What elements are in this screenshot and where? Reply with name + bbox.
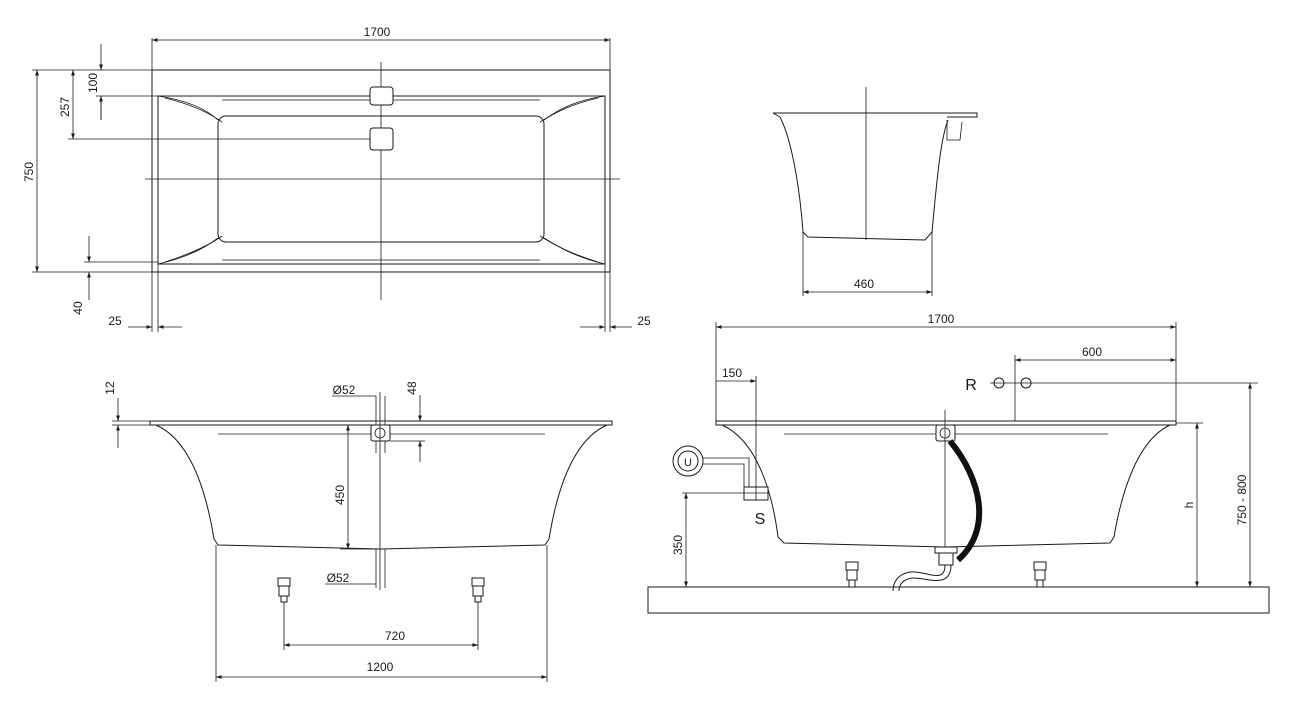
dim-350: 350: [671, 535, 685, 555]
overflow-icon: [369, 86, 394, 106]
dim-1700-top: 1700: [364, 25, 391, 39]
dim-1200: 1200: [367, 660, 394, 674]
installation-view: U S 1700 600 150 R 350 h 750: [647, 312, 1270, 614]
dim-750-800: 750 - 800: [1235, 474, 1249, 525]
label-s: S: [755, 511, 766, 528]
dim-25-right: 25: [637, 314, 651, 328]
end-view: 460: [772, 87, 978, 296]
install-overflow-icon: [935, 424, 956, 442]
front-view-body: [155, 424, 608, 550]
dim-40: 40: [71, 301, 85, 315]
dim-460: 460: [854, 277, 874, 291]
front-view: 12 Ø52 48 450 Ø52 720 1200: [103, 381, 613, 682]
label-r: R: [965, 377, 977, 394]
dim-720: 720: [385, 629, 405, 643]
dim-150: 150: [722, 366, 742, 380]
install-foot-left: [845, 561, 859, 588]
top-view-inner-rim: [157, 95, 606, 265]
front-foot-left: [277, 577, 291, 603]
front-view-rim: [149, 420, 613, 426]
dim-450: 450: [333, 485, 347, 505]
drain-hose: [947, 439, 983, 563]
dim-dia-52-waste: Ø52: [327, 571, 350, 585]
dim-600: 600: [1082, 345, 1102, 359]
dim-1700-install: 1700: [928, 312, 955, 326]
waste-trap-top: [934, 546, 958, 554]
top-view: 1700 750 257 100 40 25 25: [22, 25, 651, 332]
waste-drain-icon: [369, 127, 394, 151]
dim-257: 257: [58, 97, 72, 117]
install-foot-right: [1033, 561, 1047, 588]
dim-25-left: 25: [108, 314, 122, 328]
supply-u-outer: [672, 445, 704, 477]
install-view-body: [721, 424, 1171, 548]
supply-u-inner: [677, 450, 699, 472]
label-u: U: [684, 457, 692, 469]
end-view-basin: [779, 116, 949, 241]
dim-100: 100: [86, 73, 100, 93]
dim-dia-52-overflow: Ø52: [333, 383, 356, 397]
dim-h: h: [1182, 502, 1196, 509]
dim-750: 750: [22, 162, 36, 182]
front-foot-right: [471, 577, 485, 603]
front-overflow-icon: [370, 424, 391, 442]
floor-base: [647, 586, 1270, 614]
install-view-rim: [715, 420, 1177, 426]
dim-48: 48: [405, 381, 419, 395]
dim-12: 12: [103, 381, 117, 395]
